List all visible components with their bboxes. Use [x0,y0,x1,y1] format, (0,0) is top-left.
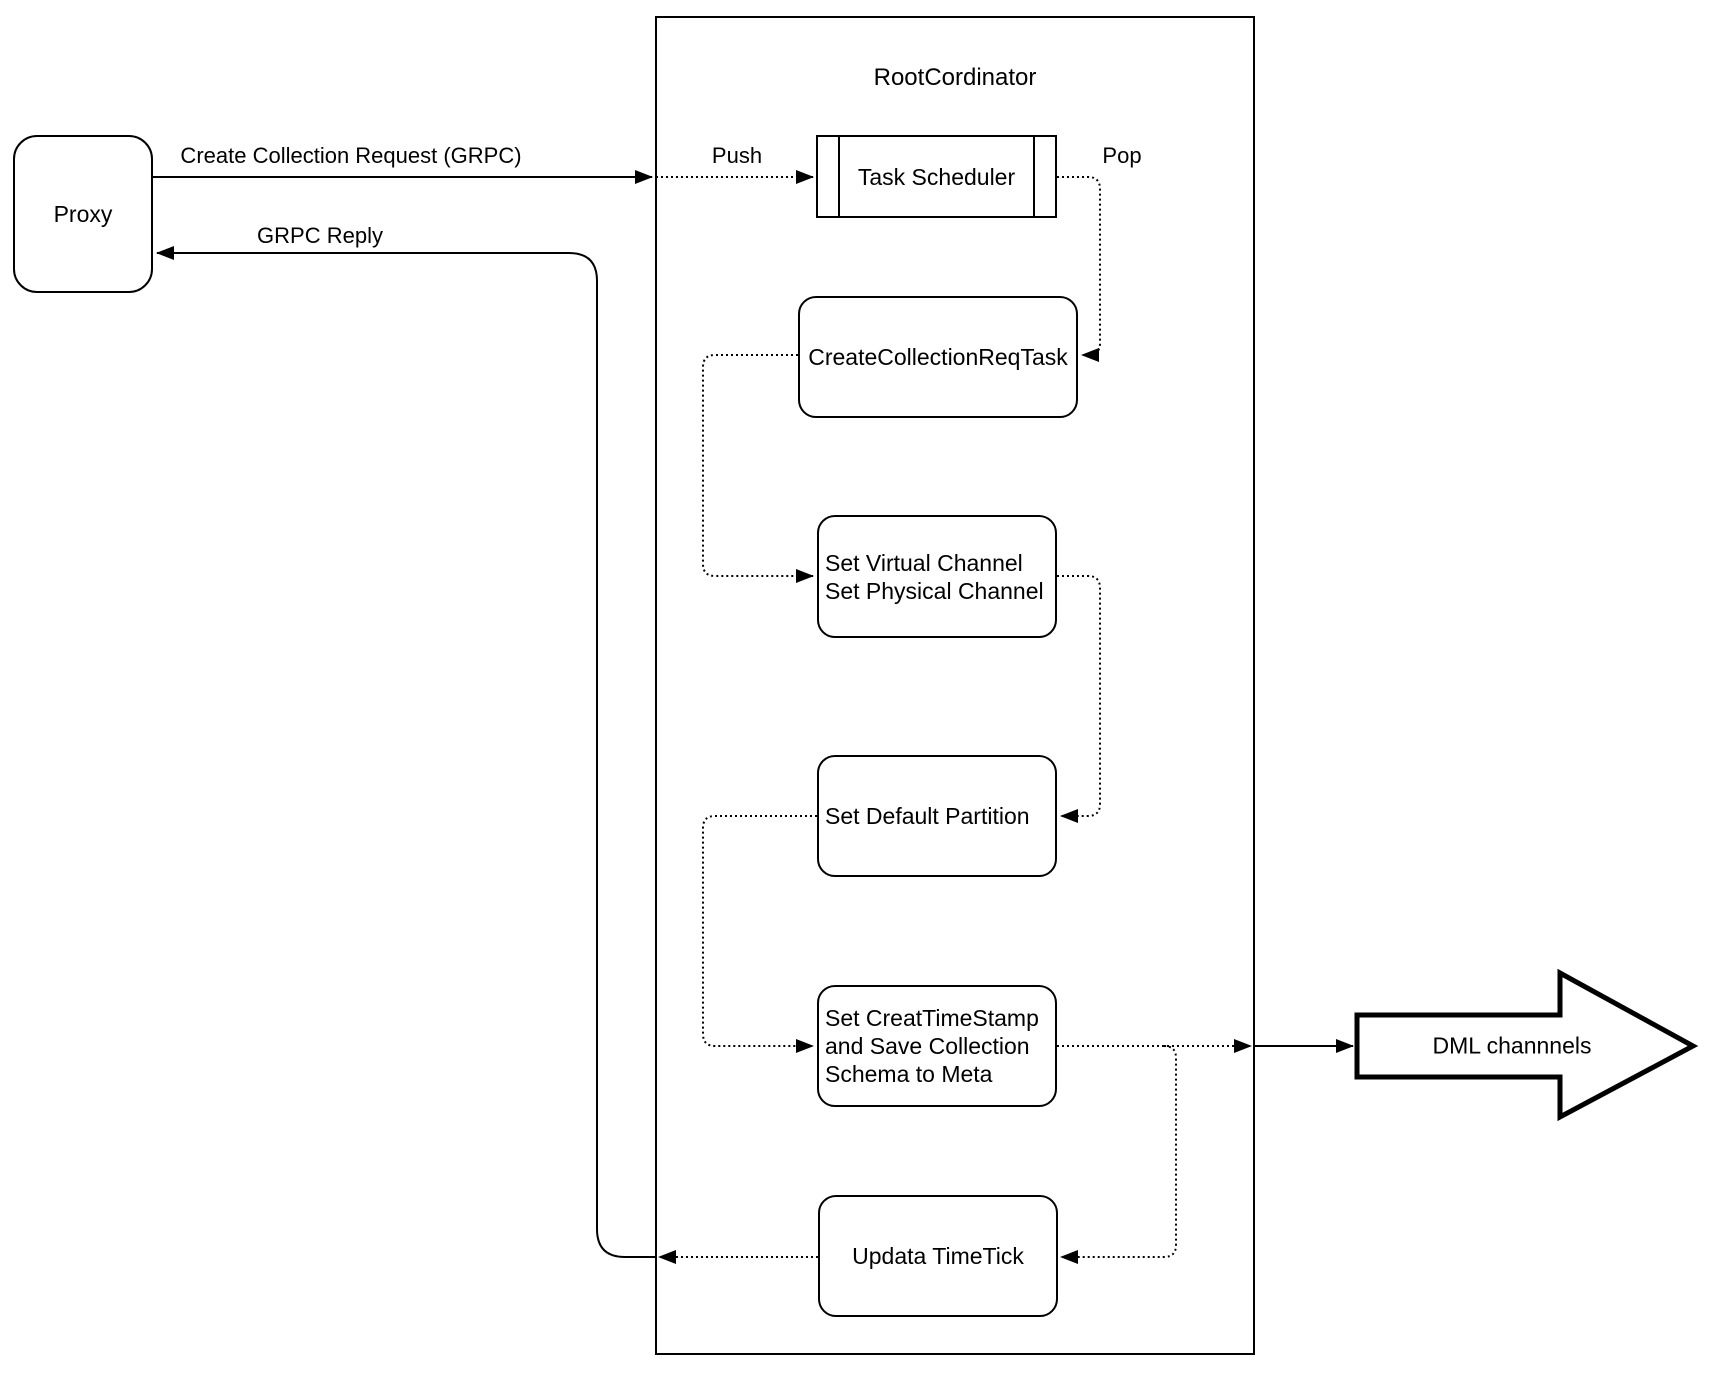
edge-reqtask-to-channels [702,354,814,583]
edge-label-pop: Pop [1102,143,1142,168]
node-proxy: Proxy [13,135,153,293]
node-set-channels: Set Virtual Channel Set Physical Channel [817,515,1057,638]
node-set-default-partition: Set Default Partition [817,755,1057,877]
node-update-timetick: Updata TimeTick [818,1195,1058,1317]
node-set-channels-label: Set Virtual Channel Set Physical Channel [825,549,1044,604]
node-update-timetick-label: Updata TimeTick [852,1243,1024,1269]
edge-timestamp-to-timetick [1060,1045,1177,1264]
node-create-collection-req-task: CreateCollectionReqTask [798,296,1078,418]
node-task-scheduler: Task Scheduler [816,135,1057,218]
container-root-coordinator-title: RootCordinator [873,64,1037,91]
edge-pop [1057,176,1101,362]
edge-channels-to-partition [1057,575,1101,823]
dml-channels-arrow-shape [1354,968,1699,1122]
node-task-scheduler-label: Task Scheduler [857,163,1016,190]
task-scheduler-left-bar [816,135,840,218]
edge-partition-to-timestamp [702,815,817,1053]
node-set-create-timestamp: Set CreatTimeStamp and Save Collection S… [817,985,1057,1107]
node-set-default-partition-label: Set Default Partition [825,803,1030,829]
node-proxy-label: Proxy [53,201,113,227]
edge-label-create-collection-request: Create Collection Request (GRPC) [180,143,522,168]
task-scheduler-right-bar [1033,135,1057,218]
node-dml-channels-label: DML channnels [1432,1032,1592,1059]
node-set-create-timestamp-label: Set CreatTimeStamp and Save Collection S… [825,1005,1039,1087]
node-create-collection-req-task-label: CreateCollectionReqTask [808,344,1068,370]
edge-label-push: Push [711,143,763,168]
container-root-coordinator: RootCordinator [655,16,1255,1355]
edge-label-grpc-reply: GRPC Reply [257,223,383,248]
edge-grpc-reply [156,246,655,1258]
